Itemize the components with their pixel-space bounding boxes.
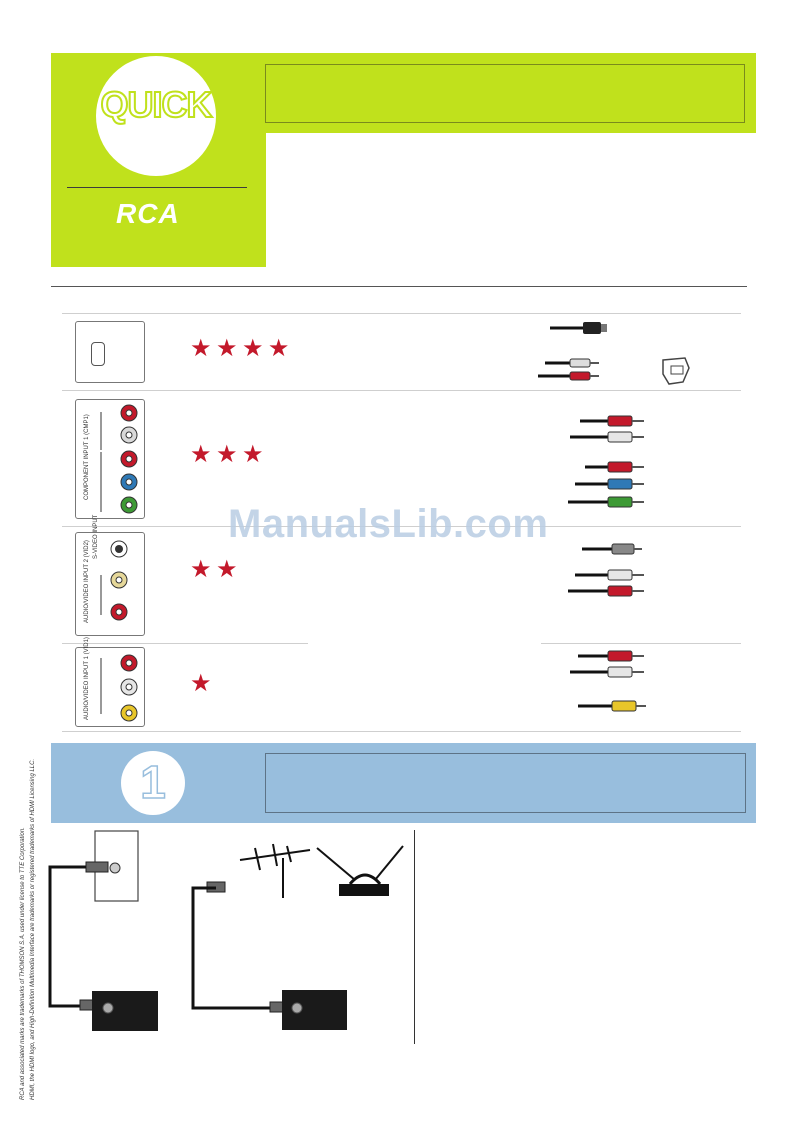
star-icon: ★ [215, 556, 238, 583]
star-icon: ★ [190, 441, 212, 468]
star-icon: ★ [241, 335, 264, 362]
rating-hdmi: ★ ★ ★ ★ [190, 337, 289, 361]
legal-line-2: HDMI, the HDMI logo, and High-Definition… [30, 758, 36, 1100]
hdmi-port-icon [91, 342, 105, 366]
svideo-panel-label: AUDIO/VIDEO INPUT 2 (VID2) [84, 540, 90, 623]
rating-component: ★ ★ ★ [190, 443, 263, 467]
row-divider [62, 390, 741, 391]
svideo-cables-icon [568, 543, 644, 597]
brand-logo: RCA [116, 198, 180, 229]
watermark: ManualsLib.com [228, 502, 549, 546]
row-divider [62, 526, 741, 527]
wall-outlet-diagram [48, 830, 158, 1031]
title-box [265, 64, 745, 123]
hdmi-cable-icon [538, 322, 690, 385]
svideo-jacks [100, 540, 128, 621]
star-icon: ★ [190, 556, 212, 583]
star-icon: ★ [215, 335, 238, 362]
step-badge [121, 751, 185, 815]
composite-panel: AUDIO/VIDEO INPUT 1 (VID1) [75, 637, 145, 727]
step-number: 1 [139, 755, 166, 809]
star-icon: ★ [190, 335, 212, 362]
step-title-box [265, 753, 746, 813]
star-icon: ★ [190, 670, 212, 697]
svideo-panel: AUDIO/VIDEO INPUT 2 (VID2) S-VIDEO INPUT [75, 515, 145, 636]
composite-jacks [100, 654, 138, 722]
component-jacks [100, 404, 138, 514]
row-divider [62, 643, 308, 644]
quick-label: QUICK [100, 83, 214, 126]
rating-svideo: ★ ★ [190, 558, 237, 582]
star-icon: ★ [241, 441, 264, 468]
composite-cables-icon [570, 650, 646, 712]
legal-line-1: RCA and associated marks are trademarks … [20, 827, 26, 1100]
component-panel: COMPONENT INPUT 1 (CMP1) [75, 399, 145, 519]
section-rule [51, 286, 747, 287]
legal-notice: RCA and associated marks are trademarks … [18, 680, 38, 1100]
star-icon: ★ [267, 335, 290, 362]
hdmi-panel [75, 321, 145, 383]
quick-badge [96, 56, 216, 176]
antenna-diagram [191, 843, 404, 1030]
row-divider [62, 731, 741, 732]
logo-rule [67, 187, 247, 188]
rating-composite: ★ [190, 672, 212, 696]
star-icon: ★ [215, 441, 238, 468]
composite-panel-label: AUDIO/VIDEO INPUT 1 (VID1) [84, 637, 90, 720]
component-panel-label: COMPONENT INPUT 1 (CMP1) [84, 414, 90, 500]
row-divider [62, 313, 741, 314]
illustration-divider [414, 830, 415, 1044]
component-cables-icon [568, 415, 644, 508]
row-divider [541, 643, 741, 644]
